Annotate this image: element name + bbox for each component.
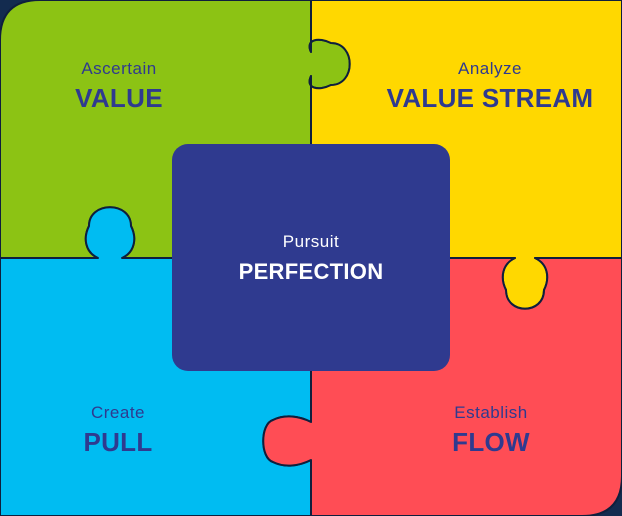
value-stream-verb: Analyze bbox=[458, 59, 522, 78]
perfection-noun: PERFECTION bbox=[238, 259, 384, 284]
piece-perfection bbox=[172, 144, 450, 371]
pull-noun: PULL bbox=[83, 427, 153, 457]
perfection-verb: Pursuit bbox=[282, 232, 340, 251]
pull-verb: Create bbox=[90, 403, 146, 422]
value-stream-noun: VALUE STREAM bbox=[386, 83, 594, 113]
flow-verb: Establish bbox=[454, 403, 528, 422]
value-verb: Ascertain bbox=[81, 59, 157, 78]
value-noun: VALUE bbox=[75, 83, 163, 113]
flow-noun: FLOW bbox=[452, 427, 530, 457]
